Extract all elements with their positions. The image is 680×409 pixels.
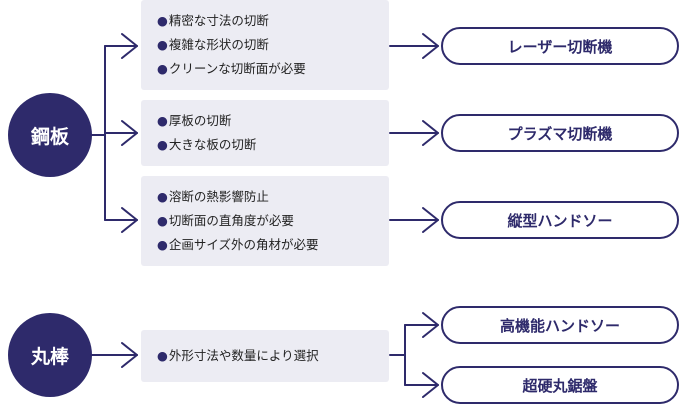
arrow-steel-branch-2: [121, 120, 138, 146]
condition-item: ●外形寸法や数量により選択: [157, 348, 319, 363]
method-label: プラズマ切断機: [507, 124, 613, 143]
arrow-steel-branch-1: [121, 33, 138, 59]
bullet: ●: [157, 348, 168, 363]
method-label: 縦型ハンドソー: [507, 211, 613, 230]
condition-item: ●切断面の直角度が必要: [157, 213, 294, 228]
material-steel-plate-label: 鋼板: [30, 125, 69, 148]
condition-item: ●複雑な形状の切断: [157, 37, 269, 52]
method-label: レーザー切断機: [507, 37, 613, 56]
method-vertical-handsaw: 縦型ハンドソー: [441, 201, 679, 239]
condition-item: ●大きな板の切断: [157, 137, 257, 152]
arrow-to-highperf-saw: [422, 312, 439, 338]
bullet: ●: [157, 61, 168, 76]
arrow-to-carbide-saw: [422, 372, 439, 398]
condition-item: ●企画サイズ外の角材が必要: [157, 237, 319, 252]
arrow-to-vertical-saw: [422, 207, 439, 233]
condition-box-plasma: ●厚板の切断 ●大きな板の切断: [141, 100, 389, 166]
condition-box-vertical-saw: ●溶断の熱影響防止 ●切断面の直角度が必要 ●企画サイズ外の角材が必要: [141, 176, 389, 266]
condition-item: ●厚板の切断: [157, 113, 232, 128]
bullet: ●: [157, 13, 168, 28]
bullet: ●: [157, 237, 168, 252]
method-high-performance-handsaw: 高機能ハンドソー: [441, 306, 679, 344]
condition-item: ●溶断の熱影響防止: [157, 189, 269, 204]
condition-box-laser: ●精密な寸法の切断 ●複雑な形状の切断 ●クリーンな切断面が必要: [141, 0, 389, 90]
method-laser-cutter: レーザー切断機: [441, 27, 679, 65]
method-label: 高機能ハンドソー: [499, 316, 620, 335]
bullet: ●: [157, 137, 168, 152]
arrow-round: [121, 342, 138, 368]
arrow-to-laser: [422, 33, 439, 59]
method-carbide-circular-saw: 超硬丸鋸盤: [441, 366, 679, 404]
condition-item: ●精密な寸法の切断: [157, 13, 269, 28]
material-round-bar-label: 丸棒: [30, 345, 69, 368]
arrow-steel-branch-3: [121, 207, 138, 233]
method-label: 超硬丸鋸盤: [522, 376, 598, 395]
condition-box-round-bar: ●外形寸法や数量により選択: [141, 330, 389, 382]
material-round-bar: 丸棒: [8, 313, 92, 397]
material-steel-plate: 鋼板: [8, 93, 92, 177]
condition-item: ●クリーンな切断面が必要: [157, 61, 306, 76]
bullet: ●: [157, 113, 168, 128]
bullet: ●: [157, 37, 168, 52]
bullet: ●: [157, 189, 168, 204]
method-plasma-cutter: プラズマ切断機: [441, 114, 679, 152]
bullet: ●: [157, 213, 168, 228]
arrow-to-plasma: [422, 120, 439, 146]
